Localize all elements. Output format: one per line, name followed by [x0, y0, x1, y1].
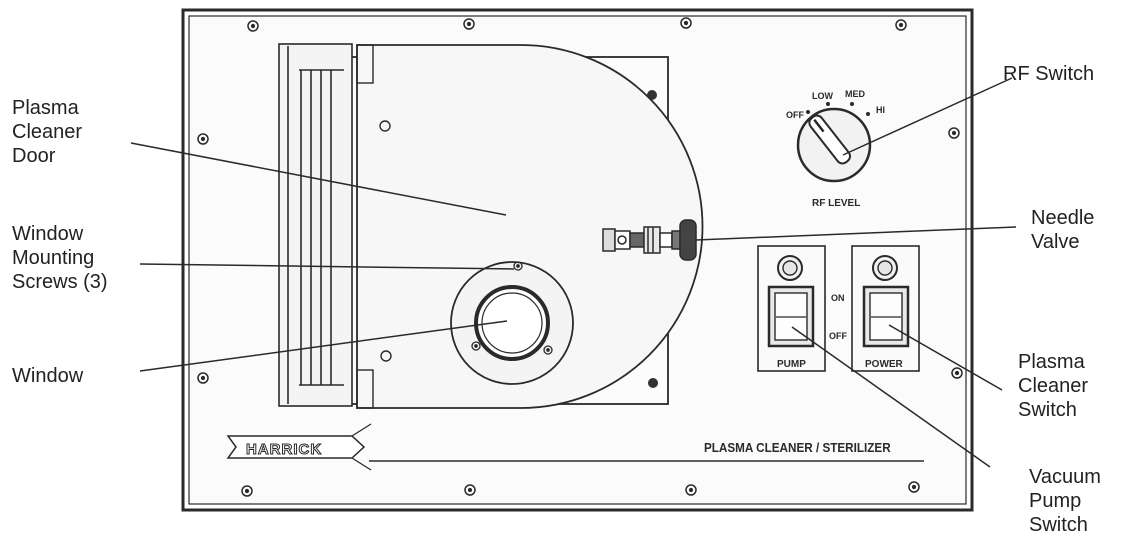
rf-level-title: RF LEVEL [812, 198, 860, 209]
leader-lines [130, 77, 1017, 468]
panel-screw [463, 18, 475, 30]
rf-low-label: LOW [812, 91, 833, 101]
panel-frame-outer [181, 8, 974, 512]
panel-screw [464, 484, 476, 496]
label-window: Window [12, 365, 84, 387]
leader-vacuum-switch [791, 326, 991, 468]
leader-plasma-switch [888, 324, 1003, 391]
needle-valve[interactable] [602, 219, 697, 261]
pump-label: PUMP [777, 359, 806, 370]
product-name: PLASMA CLEANER / STERILIZER [704, 440, 891, 455]
panel-screw [948, 127, 960, 139]
door-tab [356, 369, 374, 409]
panel-screw [895, 19, 907, 31]
off-label: OFF [829, 331, 847, 341]
rf-switch[interactable] [796, 107, 872, 183]
panel-screw [197, 372, 209, 384]
plasma-cleaner-door[interactable] [356, 44, 704, 409]
panel-screw [241, 485, 253, 497]
harrick-logo: HARRICK [226, 423, 372, 471]
panel-screw [680, 17, 692, 29]
panel-screw [951, 367, 963, 379]
leader-window [139, 320, 508, 372]
rf-hi-label: HI [876, 105, 885, 115]
brand-name: HARRICK [246, 441, 322, 458]
pump-switch-module: PUMP [757, 245, 826, 372]
door-tab [356, 44, 374, 84]
door-screws [379, 120, 392, 362]
window [450, 261, 574, 385]
leader-screws [139, 263, 515, 270]
door-hinge [278, 43, 353, 407]
on-label: ON [831, 293, 845, 303]
power-label: POWER [865, 359, 904, 370]
panel-screw [908, 481, 920, 493]
panel-screw [685, 484, 697, 496]
plate-bolt [648, 378, 658, 388]
panel-screw [247, 20, 259, 32]
label-rf-switch: RF Switch [1003, 63, 1095, 85]
panel-screws [197, 17, 963, 497]
panel-screw [197, 133, 209, 145]
power-switch-module: POWER [851, 245, 920, 372]
window-mounting-screw [471, 261, 553, 355]
rf-med-label: MED [845, 89, 866, 99]
leader-needle-valve [695, 226, 1017, 241]
rf-level-dots [806, 102, 870, 116]
leader-door [130, 142, 507, 216]
rf-off-label: OFF [786, 110, 804, 120]
leader-rf-switch [842, 77, 1013, 156]
